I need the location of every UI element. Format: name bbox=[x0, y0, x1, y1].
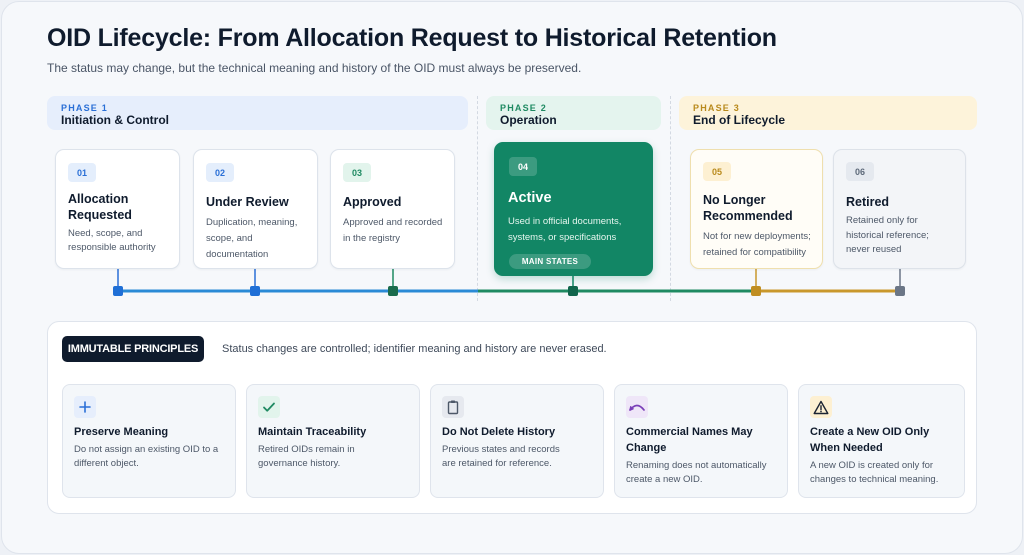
state-number-badge: 02 bbox=[206, 163, 234, 182]
principle-card-commercial-names-may-change[interactable]: Commercial Names May Change Renaming doe… bbox=[614, 384, 788, 498]
state-title: Active bbox=[508, 190, 552, 206]
state-description: Used in official documents, systems, or … bbox=[508, 216, 622, 243]
state-description: Approved and recorded in the registry bbox=[343, 217, 443, 244]
phase-2-kicker: PHASE 2 bbox=[500, 103, 547, 113]
state-title: No Longer Recommended bbox=[703, 193, 793, 223]
state-description: Retained only for historical reference; … bbox=[846, 215, 929, 255]
state-number-badge: 06 bbox=[846, 162, 874, 181]
timeline-node bbox=[751, 286, 761, 296]
timeline-node bbox=[250, 286, 260, 296]
phase-1-kicker: PHASE 1 bbox=[61, 103, 108, 113]
phase-divider bbox=[477, 96, 478, 301]
principles-note: Status changes are controlled; identifie… bbox=[222, 343, 607, 355]
principle-card-maintain-traceability[interactable]: Maintain Traceability Retired OIDs remai… bbox=[246, 384, 420, 498]
principle-description: Do not assign an existing OID to a diffe… bbox=[74, 444, 219, 469]
state-description: Need, scope, and responsible authority bbox=[68, 228, 156, 253]
state-card-active[interactable]: 04 Active Used in official documents, sy… bbox=[494, 142, 653, 276]
state-title: Allocation Requested bbox=[68, 192, 132, 222]
principle-description: Renaming does not automatically create a… bbox=[626, 460, 767, 485]
state-number-badge: 01 bbox=[68, 163, 96, 182]
principle-title: Create a New OID Only When Needed bbox=[810, 426, 930, 454]
state-number-badge: 03 bbox=[343, 163, 371, 182]
principle-title: Maintain Traceability bbox=[258, 426, 367, 438]
principle-card-preserve-meaning[interactable]: Preserve Meaning Do not assign an existi… bbox=[62, 384, 236, 498]
phase-1-band: PHASE 1 Initiation & Control bbox=[47, 96, 468, 130]
warning-icon bbox=[810, 396, 832, 418]
state-card-approved[interactable]: 03 Approved Approved and recorded in the… bbox=[330, 149, 455, 269]
rename-arc-icon bbox=[626, 396, 648, 418]
plus-icon bbox=[74, 396, 96, 418]
state-title: Approved bbox=[343, 195, 402, 209]
timeline-node bbox=[113, 286, 123, 296]
clipboard-icon bbox=[442, 396, 464, 418]
timeline-node bbox=[568, 286, 578, 296]
principle-card-do-not-delete-history[interactable]: Do Not Delete History Previous states an… bbox=[430, 384, 604, 498]
state-title: Retired bbox=[846, 195, 890, 209]
state-description: Not for new deployments; retained for co… bbox=[703, 231, 811, 258]
state-card-under-review[interactable]: 02 Under Review Duplication, meaning, sc… bbox=[193, 149, 318, 269]
state-card-allocation-requested[interactable]: 01 Allocation Requested Need, scope, and… bbox=[55, 149, 180, 269]
principles-panel: IMMUTABLE PRINCIPLES Status changes are … bbox=[47, 321, 977, 514]
state-description: Duplication, meaning, scope, and documen… bbox=[206, 217, 298, 260]
phase-3-name: End of Lifecycle bbox=[693, 113, 786, 127]
state-number-badge: 04 bbox=[509, 157, 537, 176]
phase-divider bbox=[670, 96, 671, 301]
state-number-badge: 05 bbox=[703, 162, 731, 181]
phase-1-name: Initiation & Control bbox=[61, 113, 169, 127]
phase-3-band: PHASE 3 End of Lifecycle bbox=[679, 96, 977, 130]
principle-description: Previous states and records are retained… bbox=[442, 444, 560, 469]
principles-tag: IMMUTABLE PRINCIPLES bbox=[62, 336, 204, 362]
state-title: Under Review bbox=[206, 195, 289, 209]
page-title: OID Lifecycle: From Allocation Request t… bbox=[47, 24, 777, 52]
main-states-pill: MAIN STATES bbox=[509, 254, 591, 269]
state-card-no-longer-recommended[interactable]: 05 No Longer Recommended Not for new dep… bbox=[690, 149, 823, 269]
principle-card-create-new-oid[interactable]: Create a New OID Only When Needed A new … bbox=[798, 384, 965, 498]
timeline-node bbox=[388, 286, 398, 296]
check-icon bbox=[258, 396, 280, 418]
state-card-retired[interactable]: 06 Retired Retained only for historical … bbox=[833, 149, 966, 269]
principle-title: Do Not Delete History bbox=[442, 426, 556, 438]
phase-2-band: PHASE 2 Operation bbox=[486, 96, 661, 130]
phase-3-kicker: PHASE 3 bbox=[693, 103, 740, 113]
principle-description: Retired OIDs remain in governance histor… bbox=[258, 444, 355, 469]
timeline-node bbox=[895, 286, 905, 296]
principle-title: Preserve Meaning bbox=[74, 426, 169, 438]
page-subtitle: The status may change, but the technical… bbox=[47, 61, 582, 75]
phase-2-name: Operation bbox=[500, 113, 557, 127]
principle-description: A new OID is created only for changes to… bbox=[810, 460, 939, 485]
principle-title: Commercial Names May Change bbox=[626, 426, 753, 454]
